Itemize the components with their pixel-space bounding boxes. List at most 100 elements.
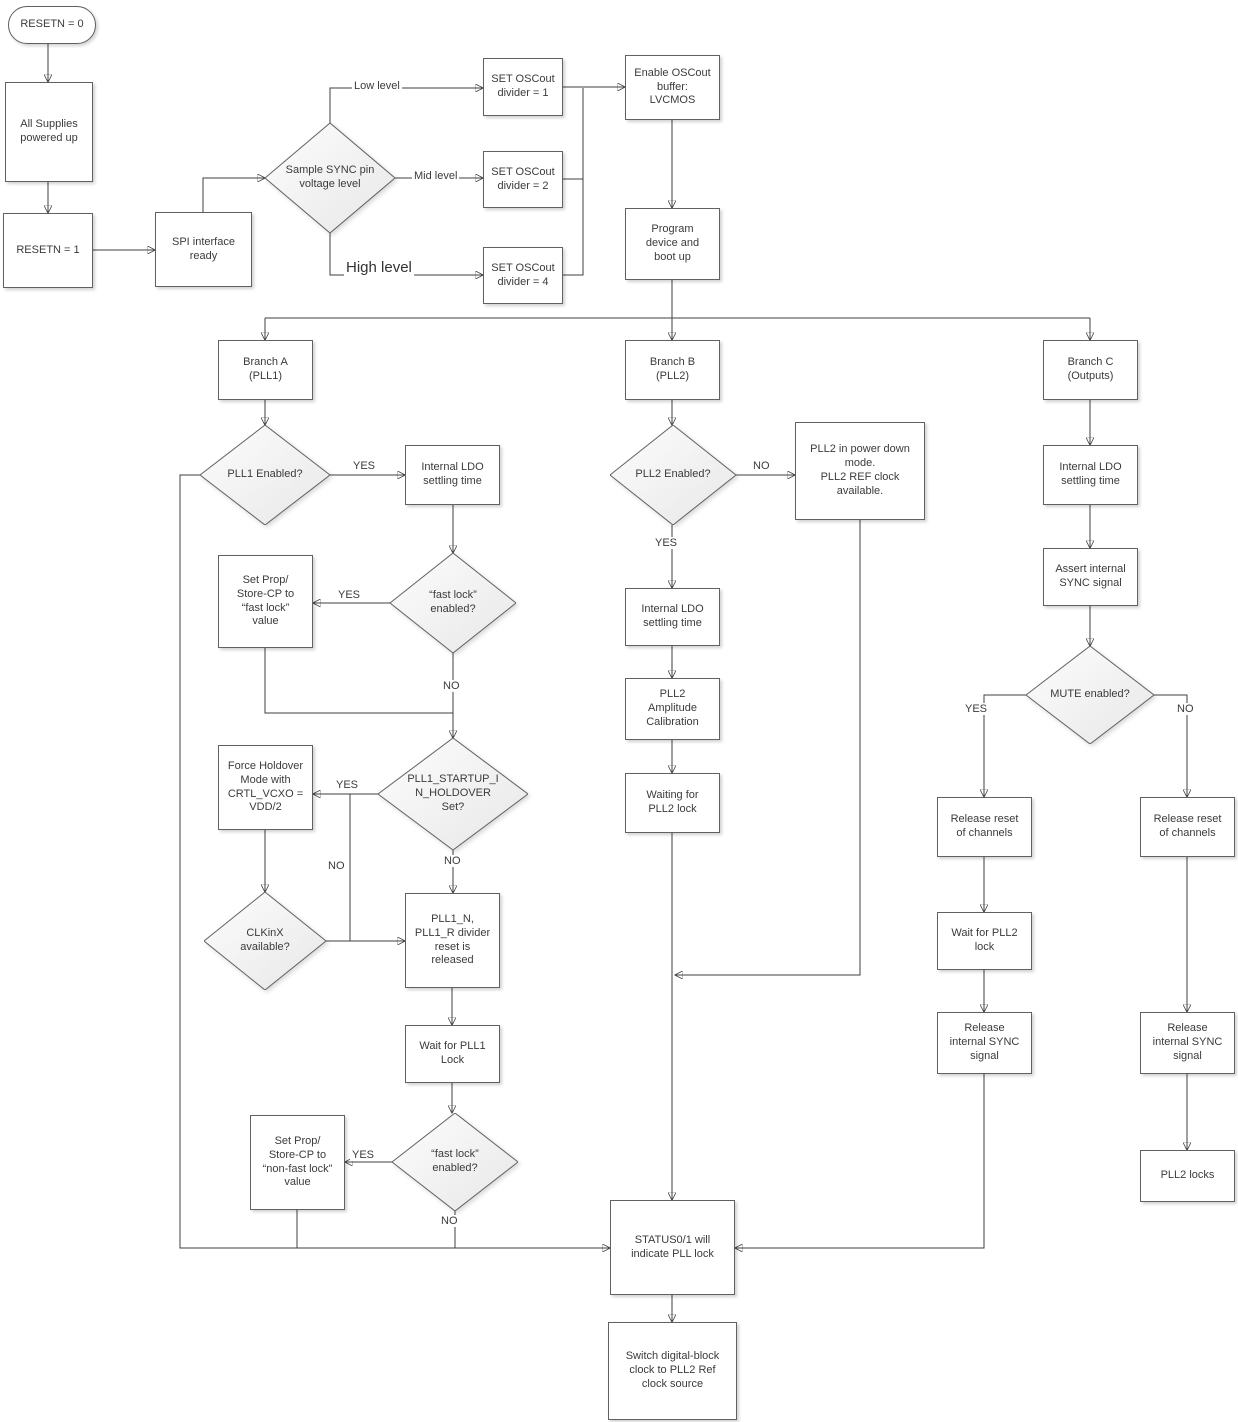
edge-label-low-level: Low level	[352, 80, 402, 92]
node-set-prop-nonfastlock: Set Prop/ Store-CP to “non-fast lock” va…	[250, 1115, 345, 1210]
node-pll2-amplitude-calibration: PLL2 Amplitude Calibration	[625, 678, 720, 740]
node-branch-a-label: Branch A (PLL1)	[243, 356, 288, 382]
node-resetn0-label: RESETN = 0	[20, 18, 84, 31]
diamond-shape	[392, 1113, 518, 1211]
node-pll1-divider-release-label: PLL1_N, PLL1_R divider reset is released	[414, 912, 491, 967]
node-internal-ldo-c-label: Internal LDO settling time	[1059, 461, 1122, 487]
node-release-reset-no-label: Release reset of channels	[1153, 813, 1222, 839]
node-resetn1: RESETN = 1	[3, 213, 93, 288]
edge-label-no-mute: NO	[1175, 703, 1196, 715]
diamond-shape	[610, 425, 736, 525]
node-wait-pll1-lock-label: Wait for PLL1 Lock	[419, 1040, 486, 1066]
node-branch-a: Branch A (PLL1)	[218, 340, 313, 400]
edge-pll1enabled-no-status	[179, 474, 610, 1248]
diamond-shape	[390, 553, 516, 653]
node-set-prop-nonfastlock-label: Set Prop/ Store-CP to “non-fast lock” va…	[262, 1134, 333, 1189]
node-release-sync-yes-label: Release internal SYNC signal	[949, 1022, 1020, 1062]
node-wait-pll1-lock: Wait for PLL1 Lock	[405, 1025, 500, 1083]
diamond-shape	[204, 892, 326, 990]
edge-powerdown-join	[675, 520, 861, 975]
node-release-reset-yes: Release reset of channels	[937, 797, 1032, 857]
node-internal-ldo-a-label: Internal LDO settling time	[421, 461, 484, 487]
node-assert-internal-sync-label: Assert internal SYNC signal	[1055, 563, 1126, 589]
edge-setpropfast-merge	[264, 648, 453, 714]
node-resetn0: RESETN = 0	[8, 6, 96, 44]
edge-osc4-merge	[563, 179, 584, 276]
edge-sync-high-osc4	[329, 233, 483, 275]
edge-label-yes-mute: YES	[963, 703, 990, 715]
node-branch-c-label: Branch C (Outputs)	[1067, 356, 1114, 382]
edge-label-yes-fastlock1: YES	[336, 589, 363, 601]
decision-clkinx-available-label: CLKinX available?	[240, 927, 290, 953]
decision-fastlock-2: “fast lock” enabled?	[392, 1113, 518, 1211]
edge-label-yes-pll2-enabled: YES	[653, 537, 680, 549]
diamond-shape	[200, 425, 330, 525]
node-force-holdover: Force Holdover Mode with CRTL_VCXO = VDD…	[218, 745, 313, 830]
node-set-prop-fastlock: Set Prop/ Store-CP to “fast lock” value	[218, 555, 313, 648]
node-release-sync-yes: Release internal SYNC signal	[937, 1012, 1032, 1074]
node-force-holdover-label: Force Holdover Mode with CRTL_VCXO = VDD…	[227, 759, 304, 814]
node-pll2-powerdown-label: PLL2 in power down mode. PLL2 REF clock …	[810, 443, 910, 497]
node-status-indicate-lock-label: STATUS0/1 will indicate PLL lock	[631, 1233, 714, 1260]
node-spi-interface-label: SPI interface ready	[172, 235, 235, 262]
decision-pll1-enabled: PLL1 Enabled?	[200, 425, 330, 525]
decision-sample-sync-pin-label: Sample SYNC pin voltage level	[285, 164, 375, 190]
edge-label-mid-level: Mid level	[412, 170, 460, 182]
node-supplies-label: All Supplies powered up	[20, 118, 78, 144]
node-pll2-powerdown: PLL2 in power down mode. PLL2 REF clock …	[795, 422, 925, 520]
node-release-reset-no: Release reset of channels	[1140, 797, 1235, 857]
node-oscout-divider-4: SET OSCout divider = 4	[483, 247, 563, 304]
node-program-device: Program device and boot up	[625, 208, 720, 280]
node-resetn1-label: RESETN = 1	[16, 243, 80, 256]
edge-label-no-clkinx: NO	[326, 860, 347, 872]
node-enable-oscout-buffer: Enable OSCout buffer: LVCMOS	[625, 55, 720, 120]
decision-fastlock-1-label: “fast lock” enabled?	[429, 589, 477, 615]
edge-sync-low-osc1	[329, 88, 483, 123]
node-pll2-locks: PLL2 locks	[1140, 1150, 1235, 1202]
node-switch-digital-clock-label: Switch digital-block clock to PLL2 Ref c…	[625, 1350, 720, 1390]
edge-mute-no	[1154, 694, 1187, 797]
edge-spi-samplesync	[202, 178, 265, 212]
node-oscout-divider-1-label: SET OSCout divider = 1	[491, 73, 555, 99]
edge-label-no-startup-holdover: NO	[442, 855, 463, 867]
decision-startup-holdover-label: PLL1_STARTUP_I N_HOLDOVER Set?	[407, 773, 499, 813]
decision-startup-holdover: PLL1_STARTUP_I N_HOLDOVER Set?	[378, 738, 528, 850]
decision-pll2-enabled-label: PLL2 Enabled?	[635, 468, 711, 481]
node-set-prop-fastlock-label: Set Prop/ Store-CP to “fast lock” value	[236, 573, 295, 628]
decision-mute-enabled: MUTE enabled?	[1026, 646, 1154, 744]
node-waiting-pll2-lock-label: Waiting for PLL2 lock	[646, 789, 699, 815]
node-assert-internal-sync: Assert internal SYNC signal	[1043, 548, 1138, 606]
node-internal-ldo-b-label: Internal LDO settling time	[641, 603, 704, 629]
diamond-shape	[1026, 646, 1154, 744]
decision-mute-enabled-label: MUTE enabled?	[1050, 688, 1130, 701]
node-pll1-divider-release: PLL1_N, PLL1_R divider reset is released	[405, 893, 500, 988]
edge-label-yes-startup-holdover: YES	[334, 779, 361, 791]
node-status-indicate-lock: STATUS0/1 will indicate PLL lock	[610, 1200, 735, 1295]
edge-label-high-level: High level	[344, 259, 414, 276]
node-wait-pll2-lock-label: Wait for PLL2 lock	[951, 927, 1018, 953]
node-oscout-divider-2-label: SET OSCout divider = 2	[491, 165, 555, 192]
edge-label-no-fastlock2: NO	[439, 1215, 460, 1227]
edge-releasesync-status	[735, 1074, 985, 1248]
node-branch-b-label: Branch B (PLL2)	[649, 356, 696, 382]
node-internal-ldo-b: Internal LDO settling time	[625, 588, 720, 646]
node-pll2-amplitude-calibration-label: PLL2 Amplitude Calibration	[646, 688, 699, 728]
node-internal-ldo-c: Internal LDO settling time	[1043, 445, 1138, 505]
node-waiting-pll2-lock: Waiting for PLL2 lock	[625, 773, 720, 833]
node-oscout-divider-2: SET OSCout divider = 2	[483, 151, 563, 208]
node-release-sync-no: Release internal SYNC signal	[1140, 1012, 1235, 1074]
decision-pll1-enabled-label: PLL1 Enabled?	[227, 468, 303, 481]
node-wait-pll2-lock: Wait for PLL2 lock	[937, 912, 1032, 970]
edge-mute-yes	[984, 694, 1026, 797]
decision-fastlock-1: “fast lock” enabled?	[390, 553, 516, 653]
edge-label-no-fastlock1: NO	[441, 680, 462, 692]
edge-label-no-pll2-enabled: NO	[751, 460, 772, 472]
diamond-shape	[265, 123, 395, 233]
node-spi-interface: SPI interface ready	[155, 212, 252, 287]
node-oscout-divider-1: SET OSCout divider = 1	[483, 58, 563, 116]
decision-clkinx-available: CLKinX available?	[204, 892, 326, 990]
node-supplies: All Supplies powered up	[5, 82, 93, 182]
node-switch-digital-clock: Switch digital-block clock to PLL2 Ref c…	[608, 1322, 737, 1420]
